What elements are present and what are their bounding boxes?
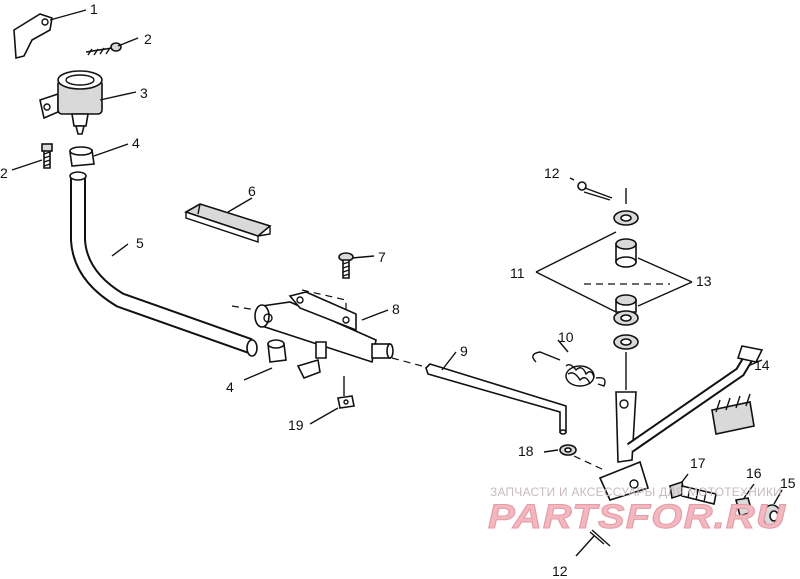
watermark-logo: PARTSFOR.RU [488,498,787,536]
callout-15: 15 [780,475,796,491]
callout-4-upper: 4 [132,135,140,151]
callout-14: 14 [754,357,770,373]
part-15-cap [762,504,782,528]
callout-12-upper: 12 [544,165,560,181]
part-1-bracket [13,13,53,60]
part-3-reservoir [39,70,103,135]
callout-9: 9 [460,343,468,359]
part-16-nut [735,497,753,518]
callout-3: 3 [140,85,148,101]
watermark-tagline: ЗАПЧАСТИ И АКСЕССУАРЫ ДЛЯ МОТОТЕХНИКИ [490,485,782,499]
part-12-clip-upper [577,181,613,201]
callout-16: 16 [746,465,762,481]
parts-11-13-washer-bushing-stack [584,188,670,350]
callout-6: 6 [248,183,256,199]
part-4-clamp-lower [267,339,287,363]
part-17-bolt [669,480,717,505]
part-9-push-rod [391,357,567,435]
part-6-sleeve [184,203,272,243]
leader-lines [11,9,783,557]
callout-4-lower: 4 [226,379,234,395]
part-7-bolt [338,252,354,279]
part-8-master-cylinder [231,289,394,380]
callout-2-lower: 2 [0,165,8,181]
callout-5: 5 [136,235,144,251]
callout-7: 7 [378,249,386,265]
part-2-screw-lower [41,143,53,169]
callout-11: 11 [510,265,525,281]
part-12-pin-lower [589,529,611,547]
callout-13: 13 [696,273,712,289]
callout-12-lower: 12 [552,563,568,579]
callout-18: 18 [518,443,534,459]
part-2-screw-upper [85,42,122,56]
callout-19: 19 [288,417,304,433]
part-14-brake-pedal [598,345,764,501]
callout-2-upper: 2 [144,31,152,47]
callout-8: 8 [392,301,400,317]
callout-1: 1 [90,1,98,17]
part-19-nut [337,376,355,409]
callout-10: 10 [558,329,574,345]
part-4-clamp-upper [69,146,95,167]
callout-17: 17 [690,455,706,471]
part-5-hose [69,171,258,357]
part-10-spring [532,351,606,387]
part-18-washer [559,444,605,471]
watermark: ЗАПЧАСТИ И АКСЕССУАРЫ ДЛЯ МОТОТЕХНИКИ PA… [488,485,787,537]
